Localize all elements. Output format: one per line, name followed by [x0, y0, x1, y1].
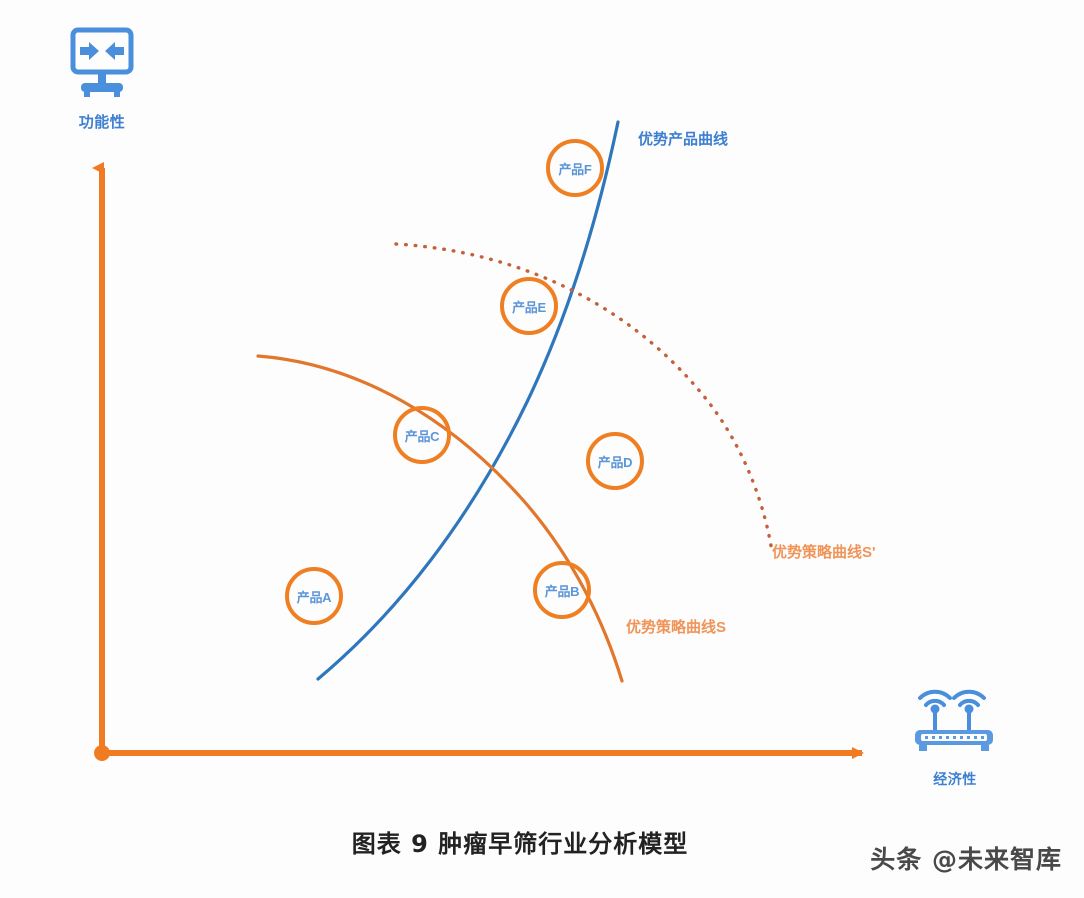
product-bubble-label: 产品B	[544, 583, 580, 599]
orange-strategy-curve-s-prime-label: 优势策略曲线S'	[772, 544, 876, 561]
product-bubble-a[interactable]: 产品A	[285, 567, 343, 625]
figure-caption: 图表 9 肿瘤早筛行业分析模型	[351, 830, 689, 858]
wireless-router-icon	[915, 689, 993, 751]
product-bubble-f[interactable]: 产品F	[546, 139, 604, 197]
x-axis-label: 经济性	[933, 771, 977, 787]
monitor-arrows-icon	[70, 27, 134, 97]
blue-product-curve-label: 优势产品曲线	[638, 131, 729, 148]
y-axis-label: 功能性	[78, 114, 126, 131]
origin-dot	[94, 745, 110, 761]
orange-strategy-curve-s	[256, 354, 624, 683]
product-bubble-c[interactable]: 产品C	[393, 406, 451, 464]
blue-product-curve	[316, 120, 620, 681]
x-axis-icon-block: 经济性	[888, 688, 1022, 789]
watermark: 头条 @未来智库	[870, 845, 1062, 874]
y-axis-icon-block: 功能性	[48, 26, 156, 132]
product-bubble-label: 产品D	[597, 454, 633, 470]
orange-strategy-curve-s-label: 优势策略曲线S	[626, 619, 727, 636]
orange-strategy-curve-s-prime	[394, 242, 774, 554]
product-bubble-label: 产品F	[558, 161, 592, 177]
product-bubble-label: 产品C	[404, 428, 440, 444]
product-bubble-label: 产品A	[296, 589, 332, 605]
product-bubble-d[interactable]: 产品D	[586, 432, 644, 490]
product-bubble-label: 产品E	[512, 299, 546, 315]
product-bubble-e[interactable]: 产品E	[500, 277, 558, 335]
product-bubble-b[interactable]: 产品B	[533, 561, 591, 619]
